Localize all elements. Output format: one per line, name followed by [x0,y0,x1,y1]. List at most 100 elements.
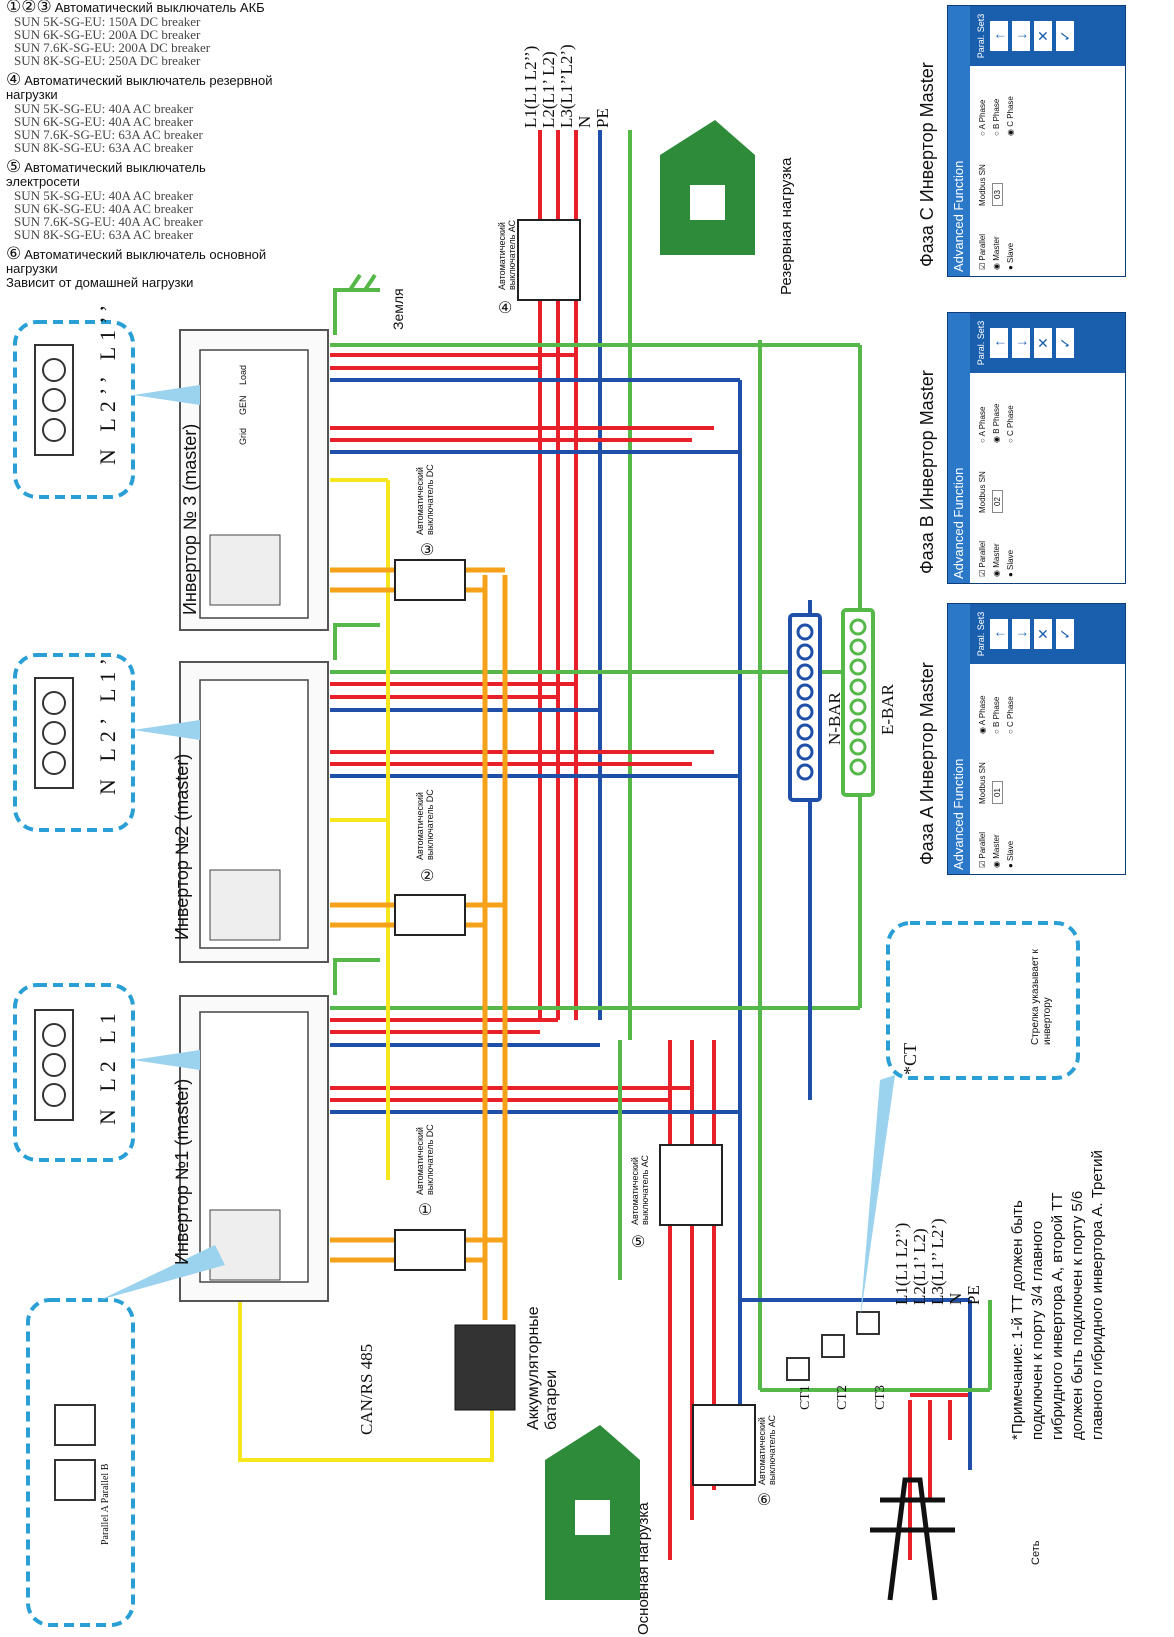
cancel-button[interactable]: ✕ [1034,619,1052,649]
phase-radio[interactable]: ○ C Phase [1006,696,1015,734]
legend-group1-item: SUN 5K-SG-EU: 150A DC breaker [14,14,201,29]
bubble-arrows [100,385,895,1320]
bubble-arrow [133,385,200,405]
terminal-screw [42,1053,66,1077]
master-radio[interactable]: ◉ Master [992,834,1001,868]
legend-group5-title: Автоматический выключатель электросети [6,160,206,189]
parallel-checkbox[interactable]: ☑ Parallel [978,540,987,577]
cancel-button[interactable]: ✕ [1034,328,1052,358]
paral-set-label: Paral. Set3 [976,611,986,657]
phase-radio[interactable]: ◉ B Phase [992,403,1001,443]
phase-radio[interactable]: ○ B Phase [992,696,1001,734]
up-arrow-button[interactable]: ↑ [990,619,1008,649]
top-line-label: PE [593,108,612,128]
ground-symbol [333,288,380,335]
slave-radio[interactable]: ● Slave [1006,549,1015,577]
parallel-checkbox[interactable]: ☑ Parallel [978,233,987,270]
bottom-line-label: L2(L1’ L2) [910,1228,929,1305]
mark-6: ⑥ [6,244,22,264]
terminal-label: N [95,773,120,795]
mark-5: ⑤ [6,157,22,177]
confirm-button[interactable]: ✓ [1056,21,1074,51]
parallel-checkbox[interactable]: ☑ Parallel [978,831,987,868]
battery-icon [454,1324,516,1411]
n-bar [788,613,822,802]
phase-radio[interactable]: ◉ A Phase [978,695,987,734]
phase-radio[interactable]: ○ B Phase [992,98,1001,136]
main-load-label: Основная нагрузка [635,1502,652,1635]
terminal-label: L2 [95,1055,120,1092]
e-bar-hole [849,758,867,776]
e-bar-hole [849,618,867,636]
terminal-label: L1 [95,1007,120,1044]
inverter-2 [179,661,329,963]
port-load-label: Load [238,364,248,385]
slave-radio[interactable]: ● Slave [1006,242,1015,270]
legend-group4-item: SUN 8K-SG-EU: 63A AC breaker [14,140,194,155]
legend-group4-item: SUN 5K-SG-EU: 40A AC breaker [14,101,194,116]
terminal-3-labels: N L2’’ L1’’ [95,299,121,465]
modbus-label: Modbus SN [978,471,987,513]
ac-breaker-5 [659,1144,723,1226]
e-bar-hole [849,738,867,756]
screen-body: ☑ Parallel ◉ Master ● Slave Modbus SN 03… [970,66,1125,276]
up-arrow-button[interactable]: ↑ [990,21,1008,51]
master-radio[interactable]: ◉ Master [992,236,1001,270]
modbus-sn-field[interactable]: 03 [992,183,1003,206]
ground-tick [363,273,377,292]
inverter-connections [330,343,990,1392]
grid-tower-icon [870,1477,955,1601]
phase-radio[interactable]: ○ A Phase [978,99,987,136]
confirm-button[interactable]: ✓ [1056,619,1074,649]
e-bar-hole [849,698,867,716]
terminal-screw [42,751,66,775]
phase-screen-title: Фаза A Инвертор Master [917,662,937,865]
dc-breaker-3-label: Автоматический выключатель DC [415,464,435,535]
legend-group5-item: SUN 5K-SG-EU: 40A AC breaker [14,188,194,203]
ac-breaker-4-label: Автоматический выключатель АС [497,219,517,290]
paral-set-label: Paral. Set3 [976,13,986,59]
terminal-screw [42,691,66,715]
cancel-button[interactable]: ✕ [1034,21,1052,51]
bottom-line-labels: L1(L1 L2’’) L2(L1’ L2) L3(L1’’ L2’) N PE [892,1218,983,1305]
breakers [394,219,756,1486]
n-bar-hole [796,703,814,721]
down-arrow-button[interactable]: ↓ [1012,21,1030,51]
ct-arrow-label: Стрелка указывает к инвертору [1030,949,1053,1045]
ct3-label: CT3 [873,1385,888,1410]
bottom-line-label: N [946,1292,965,1305]
e-bar [841,608,875,797]
modbus-sn-field[interactable]: 01 [992,781,1003,804]
n-bar-hole [796,663,814,681]
down-arrow-button[interactable]: ↓ [1012,328,1030,358]
phase-radio[interactable]: ○ A Phase [978,406,987,443]
parallel-port-b [54,1404,96,1446]
slave-radio[interactable]: ● Slave [1006,840,1015,868]
up-arrow-button[interactable]: ↑ [990,328,1008,358]
terminal-screw [42,1023,66,1047]
top-line-label: N [575,115,594,128]
ct1-label: CT1 [798,1385,813,1410]
inverter-1 [179,995,329,1302]
mark-2: ② [420,868,435,885]
phase-radio[interactable]: ◉ C Phase [1006,96,1015,136]
inverter-3-label: Инвертор № 3 (master) [180,423,200,615]
legend-group4-item: SUN 6K-SG-EU: 40A AC breaker [14,114,194,129]
ct-label: *CT [900,1042,920,1075]
phase-radio[interactable]: ○ C Phase [1006,405,1015,443]
screen-body: ☑ Parallel ◉ Master ● Slave Modbus SN 02… [970,373,1125,583]
battery-label: Аккумуляторные батареи [525,1306,560,1430]
dc-breaker-1-label: Автоматический выключатель DC [415,1124,435,1195]
ground-tick [348,273,362,292]
confirm-button[interactable]: ✓ [1056,328,1074,358]
master-radio[interactable]: ◉ Master [992,543,1001,577]
terminal-screw [42,418,66,442]
screen-header: Advanced Function [948,6,970,276]
mark-5: ⑤ [631,1234,646,1251]
terminal-screw [42,721,66,745]
mark-1: ① [418,1202,433,1219]
modbus-sn-field[interactable]: 02 [992,490,1003,513]
down-arrow-button[interactable]: ↓ [1012,619,1030,649]
terminal-1-labels: N L2 L1 [95,1007,121,1125]
dc-breaker-2-label: Автоматический выключатель DC [415,789,435,860]
